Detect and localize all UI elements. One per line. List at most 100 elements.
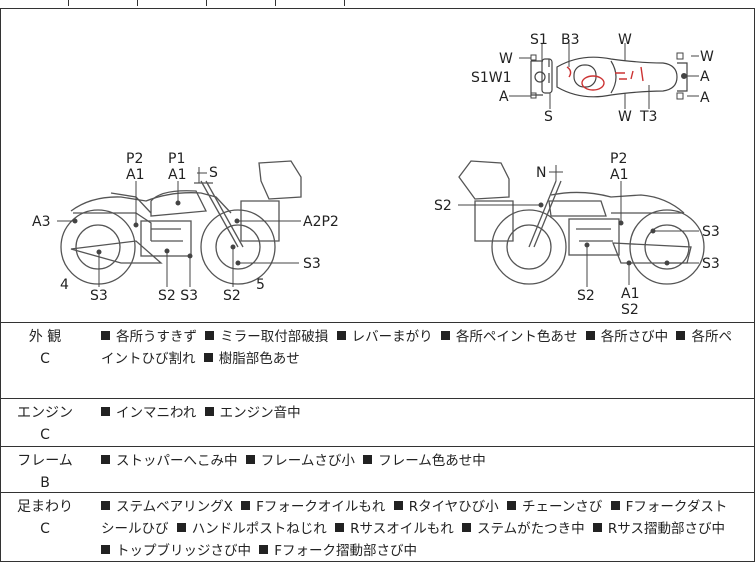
condition-item: ハンドルポストねじれ — [176, 521, 327, 537]
label-top-a-left: A — [499, 89, 509, 105]
section-category: 足まわり C — [1, 496, 89, 540]
damage-diagram-panel: S1 B3 W W S1W1 A S W T3 W A A P2 A1 P1 — [0, 8, 755, 323]
section-category: エンジン C — [1, 402, 89, 446]
label-right-a1: A1 — [610, 167, 628, 183]
condition-item-text: Fフォークオイルもれ — [256, 499, 386, 515]
label-top-b3: B3 — [561, 32, 580, 48]
table-cell — [138, 0, 207, 6]
condition-item-text: ステムベアリングX — [116, 499, 233, 515]
condition-item: Fフォークダストシールひび — [101, 499, 727, 537]
label-left-a3: A3 — [32, 214, 50, 230]
condition-item-text: ハンドルポストねじれ — [191, 521, 327, 537]
label-left-p2: P2 — [126, 151, 143, 167]
table-cell — [207, 0, 276, 6]
label-top-w-left: W — [499, 51, 513, 67]
label-left-a1-left: A1 — [126, 167, 144, 183]
bullet-square-icon — [676, 331, 686, 340]
section-name: 外 観 — [28, 329, 62, 345]
condition-item-text: フレームさび小 — [260, 453, 355, 469]
label-left-4: 4 — [60, 277, 69, 293]
condition-item-text: Rタイヤひび小 — [408, 499, 499, 515]
section-row-frame: フレーム B ストッパーへこみ中 フレームさび小 フレーム色あせ中 — [0, 446, 755, 493]
bullet-square-icon — [393, 501, 403, 510]
condition-item-text: インマニわれ — [116, 405, 197, 421]
bullet-square-icon — [363, 455, 373, 464]
condition-item: ステムがたつき中 — [462, 521, 585, 537]
section-row-exterior: 外 観 C 各所うすきず ミラー取付部破損 レバーまがり 各所ペイント色あせ 各… — [0, 322, 755, 399]
right-view-leader-lines — [458, 165, 699, 287]
section-name: 足まわり — [17, 499, 73, 515]
bullet-square-icon — [506, 501, 516, 510]
label-right-s2-left: S2 — [434, 198, 452, 214]
label-top-s1w1: S1W1 — [471, 70, 512, 86]
label-right-a1-b: A1 — [621, 286, 639, 302]
label-left-s2-b: S2 — [223, 288, 241, 304]
condition-item: Rタイヤひび小 — [393, 499, 499, 515]
bullet-square-icon — [335, 523, 345, 532]
section-grade: B — [40, 475, 50, 491]
condition-item: Fフォークオイルもれ — [241, 499, 385, 515]
section-category: 外 観 C — [1, 326, 89, 370]
condition-item: エンジン音中 — [204, 405, 301, 421]
label-top-a-right-lower: A — [700, 90, 710, 106]
condition-item-text: 各所うすきず — [116, 329, 197, 345]
condition-item: 樹脂部色あせ — [203, 351, 300, 367]
bullet-square-icon — [204, 407, 214, 416]
bullet-square-icon — [585, 331, 595, 340]
condition-item: フレームさび小 — [245, 453, 355, 469]
label-right-n: N — [536, 165, 546, 181]
bullet-square-icon — [245, 455, 255, 464]
bullet-square-icon — [101, 545, 110, 554]
condition-item-text: 各所さび中 — [600, 329, 669, 345]
section-row-suspension: 足まわり C ステムベアリングX Fフォークオイルもれ Rタイヤひび小 チェーン… — [0, 492, 755, 562]
condition-item-text: Rサス摺動部さび中 — [607, 521, 726, 537]
condition-item: ミラー取付部破損 — [205, 329, 328, 345]
label-right-s2-c: S2 — [577, 288, 595, 304]
condition-item-text: ミラー取付部破損 — [220, 329, 329, 345]
label-top-a-right-upper: A — [700, 69, 710, 85]
section-items: ストッパーへこみ中 フレームさび小 フレーム色あせ中 — [101, 450, 740, 472]
left-view-motorcycle — [60, 160, 302, 285]
condition-item: 各所さび中 — [585, 329, 669, 345]
section-grade: C — [40, 351, 50, 367]
bullet-square-icon — [176, 523, 186, 532]
label-left-s3-a: S3 — [90, 288, 108, 304]
condition-item-text: Rサスオイルもれ — [350, 521, 454, 537]
label-left-a2p2: A2P2 — [303, 214, 339, 230]
label-left-s3-b: S3 — [303, 256, 321, 272]
table-cell — [69, 0, 138, 6]
section-grade: C — [40, 521, 50, 537]
label-top-s1: S1 — [530, 32, 548, 48]
label-right-s2-d: S2 — [621, 302, 639, 318]
bullet-square-icon — [205, 331, 215, 340]
label-top-w-right: W — [700, 49, 714, 65]
condition-item: フレーム色あせ中 — [363, 453, 486, 469]
condition-item-text: 各所ペイントひび割れ — [101, 329, 732, 367]
condition-item: 各所うすきず — [101, 329, 197, 345]
condition-item-text: ステムがたつき中 — [477, 521, 585, 537]
condition-item-text: 樹脂部色あせ — [218, 351, 300, 367]
bullet-square-icon — [203, 353, 213, 362]
section-row-engine: エンジン C インマニわれ エンジン音中 — [0, 398, 755, 447]
label-left-s2s3: S2 S3 — [158, 288, 198, 304]
condition-item-text: トップブリッジさび中 — [116, 543, 251, 559]
label-top-w-mid: W — [618, 32, 632, 48]
right-view-motorcycle — [458, 160, 705, 285]
motorcycle-damage-diagram: S1 B3 W W S1W1 A S W T3 W A A P2 A1 P1 — [32, 32, 720, 318]
bullet-square-icon — [592, 523, 602, 532]
label-right-s3-a: S3 — [702, 224, 720, 240]
section-items: 各所うすきず ミラー取付部破損 レバーまがり 各所ペイント色あせ 各所さび中 各… — [101, 326, 740, 370]
left-view-leader-lines — [57, 167, 301, 287]
top-table-remnant — [0, 0, 755, 12]
label-left-a1-right: A1 — [168, 167, 186, 183]
bullet-square-icon — [440, 331, 450, 340]
condition-item-text: Fフォーク摺動部さび中 — [274, 543, 418, 559]
condition-item-text: 各所ペイント色あせ — [455, 329, 578, 345]
table-cell — [276, 0, 345, 6]
section-name: エンジン — [17, 405, 73, 421]
bullet-square-icon — [610, 501, 620, 510]
condition-item: トップブリッジさび中 — [101, 543, 251, 559]
condition-item: Fフォーク摺動部さび中 — [259, 543, 417, 559]
condition-item: ステムベアリングX — [101, 499, 233, 515]
bullet-square-icon — [241, 501, 251, 510]
